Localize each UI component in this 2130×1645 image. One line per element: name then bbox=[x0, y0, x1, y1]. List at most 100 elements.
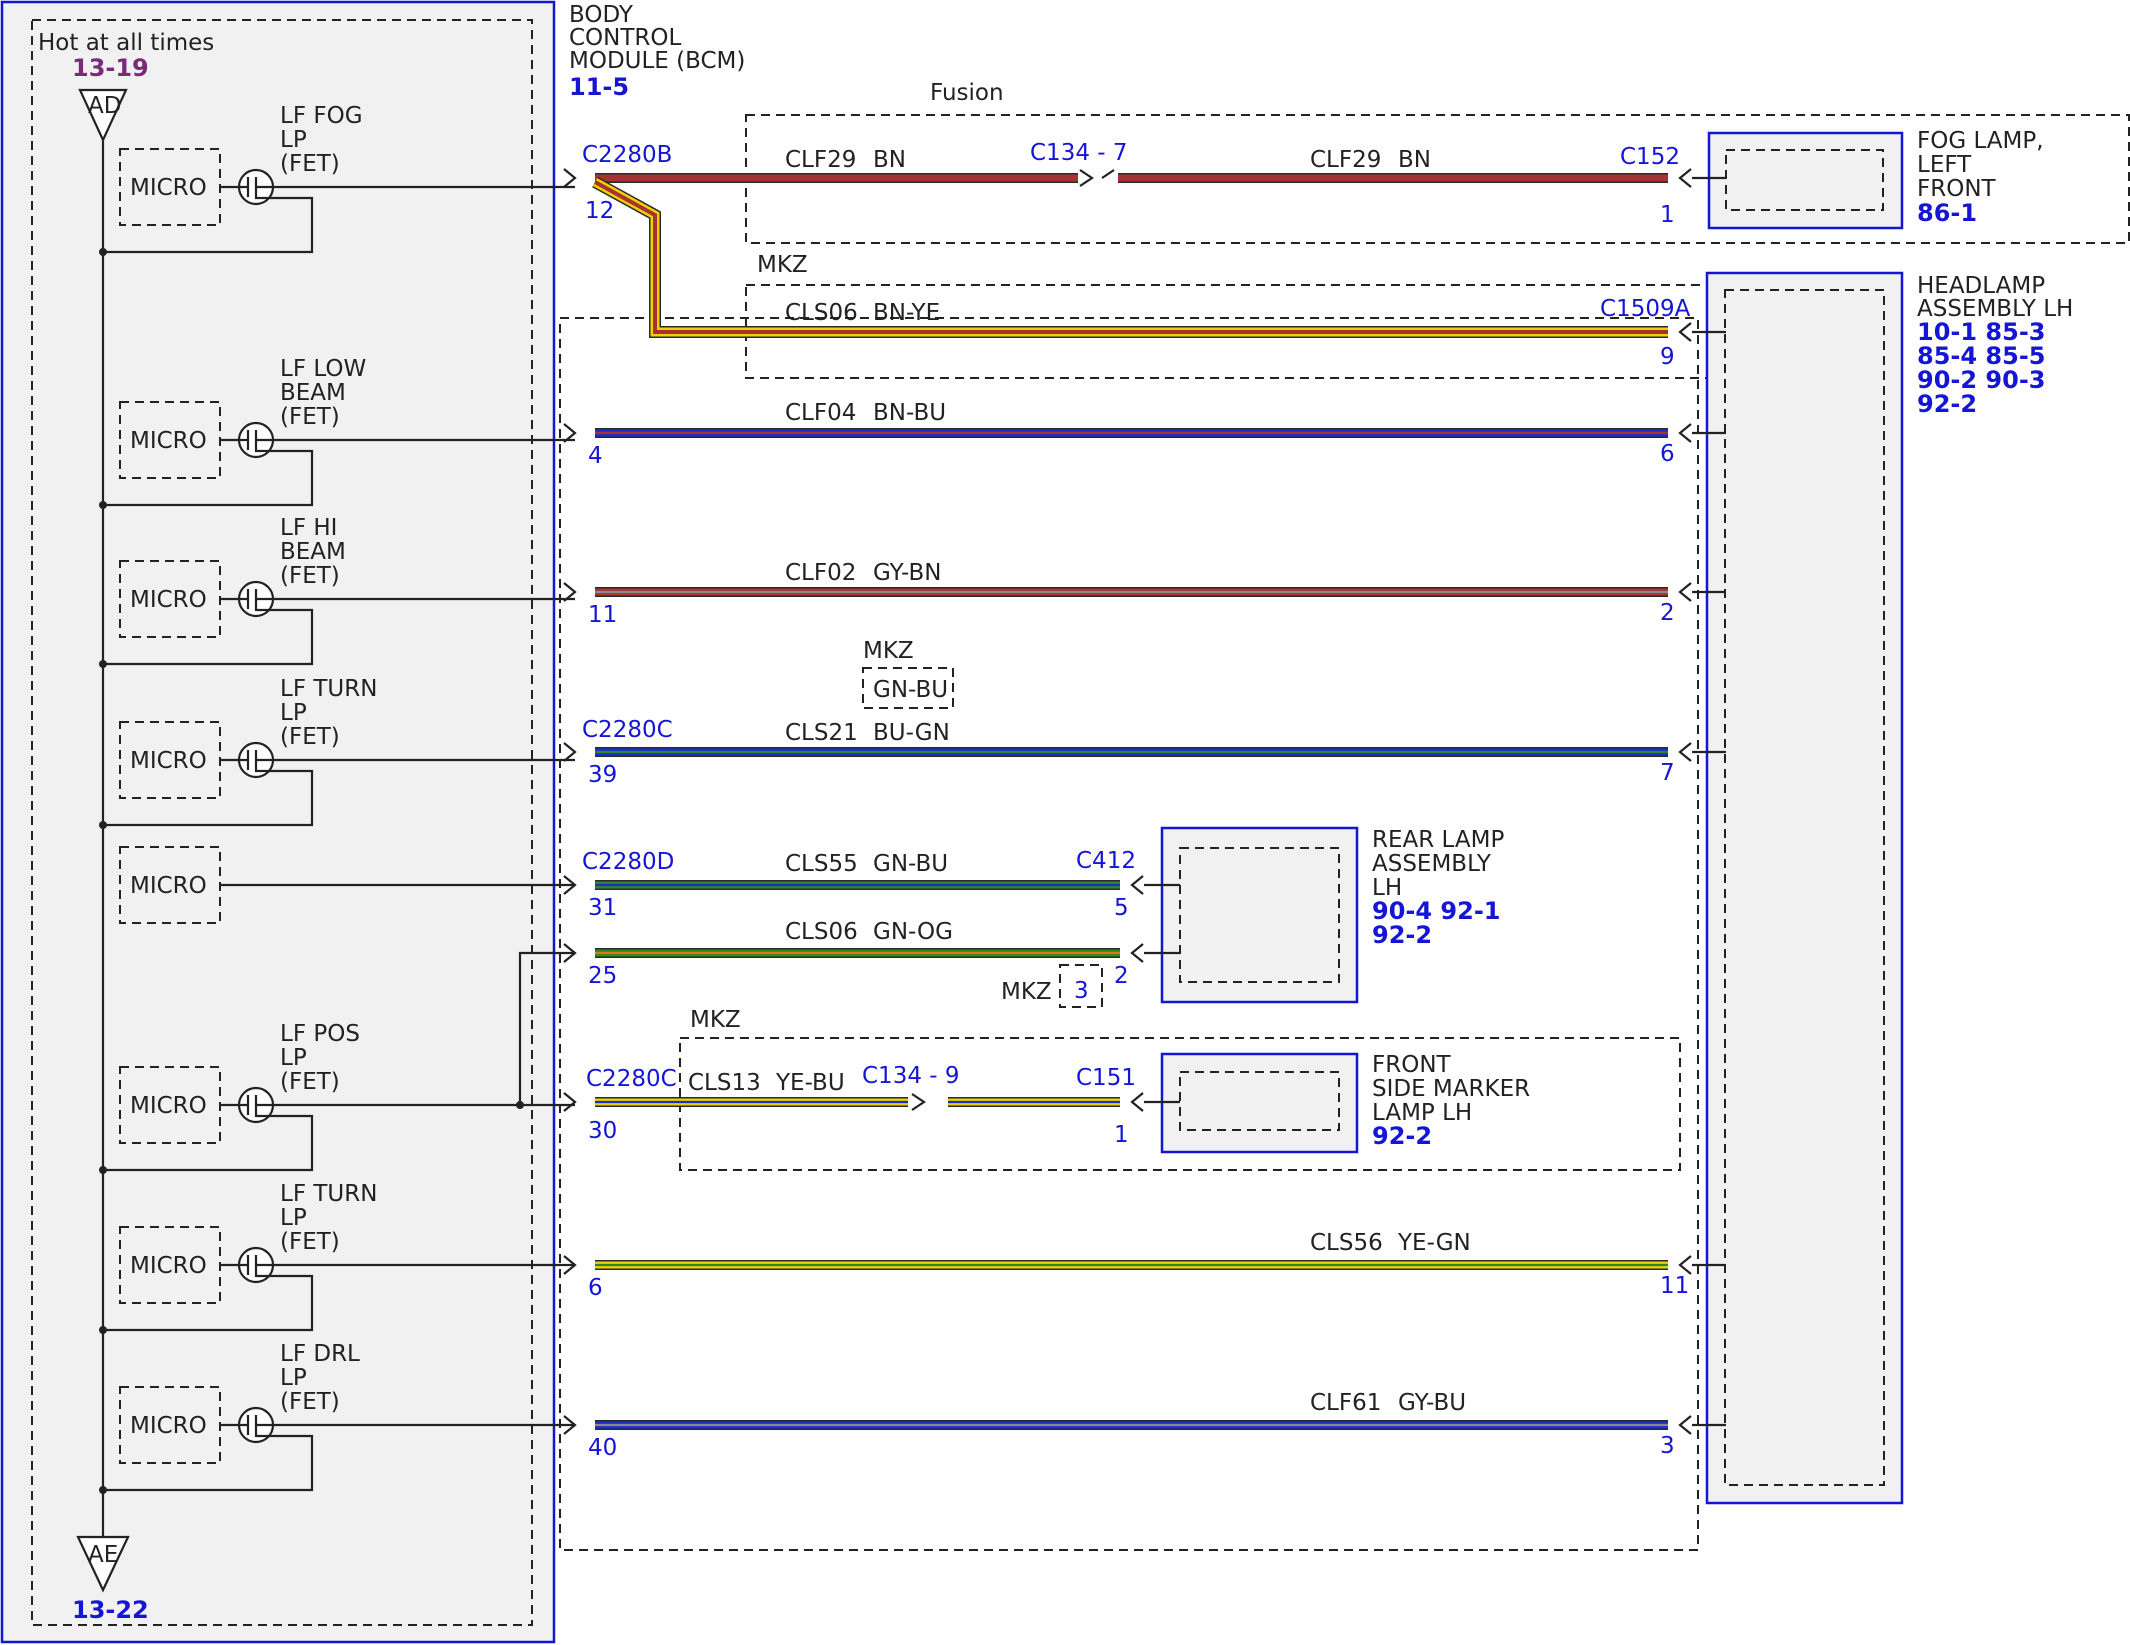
wire-color: GN-OG bbox=[873, 919, 953, 945]
micro-label: MICRO bbox=[130, 1253, 207, 1279]
pin-number: 4 bbox=[588, 443, 603, 469]
output-name: BEAM bbox=[280, 539, 346, 565]
wire-cls06-bn-ye bbox=[592, 176, 1668, 338]
connector-c2280b: C2280B bbox=[582, 142, 672, 168]
pos-branch-junction bbox=[516, 1101, 524, 1109]
bcm-module-box bbox=[0, 0, 556, 1644]
rear-lamp-page-ref: 92-2 bbox=[1372, 921, 1432, 949]
output-name: LF LOW bbox=[280, 356, 366, 382]
output-name: (FET) bbox=[280, 563, 340, 589]
connector-arrow-icon bbox=[563, 1092, 577, 1112]
inline-connector-icon bbox=[1101, 169, 1115, 179]
mkz-variant-label: MKZ bbox=[757, 252, 808, 278]
mkz-variant-boundary bbox=[745, 284, 1747, 379]
connector-arrow-icon bbox=[563, 1415, 577, 1435]
pin-number: 39 bbox=[588, 762, 617, 788]
wire-color: YE-GN bbox=[1397, 1230, 1471, 1256]
circuit-id: CLS55 bbox=[785, 851, 858, 877]
pin-number: 2 bbox=[1660, 600, 1675, 626]
headlamp-page-ref: 10-1 85-3 bbox=[1917, 318, 2045, 346]
fet-source-return bbox=[103, 769, 314, 827]
output-name: LP bbox=[280, 700, 307, 726]
connector-arrow-icon bbox=[1678, 322, 1692, 342]
connector-arrow-icon bbox=[563, 943, 577, 963]
bus-junction bbox=[99, 1166, 107, 1174]
micro-label: MICRO bbox=[130, 587, 207, 613]
pos-branch-wire bbox=[518, 951, 575, 1105]
bus-junction bbox=[99, 501, 107, 509]
pin-number: 1 bbox=[1114, 1122, 1129, 1148]
connector-c134-7: C134 - 7 bbox=[1030, 140, 1128, 166]
output-name: LF POS bbox=[280, 1021, 360, 1047]
output-name: (FET) bbox=[280, 1229, 340, 1255]
bcm-page-ref: 11-5 bbox=[569, 73, 629, 101]
circuit-id: CLF02 bbox=[785, 560, 856, 586]
connector-arrow-icon bbox=[1678, 582, 1692, 602]
connector-arrow-icon bbox=[563, 423, 577, 443]
bus-node-ad-icon bbox=[78, 88, 128, 143]
connector-arrow-icon bbox=[1130, 1092, 1144, 1112]
connector-c134-9: C134 - 9 bbox=[862, 1063, 960, 1089]
pin-number: 6 bbox=[588, 1275, 603, 1301]
mkz-alt-color-box bbox=[862, 667, 954, 709]
wire-color: BN-YE bbox=[873, 300, 940, 326]
connector-c1509a: C1509A bbox=[1600, 296, 1691, 322]
fog-lamp-label: FRONT bbox=[1917, 176, 1997, 202]
wire-color: BN-BU bbox=[873, 400, 946, 426]
pin-number: 25 bbox=[588, 963, 617, 989]
output-name: (FET) bbox=[280, 151, 340, 177]
wire-color: YE-BU bbox=[775, 1070, 845, 1096]
mkz-alt-pin-box bbox=[1059, 964, 1103, 1008]
circuit-id: CLF04 bbox=[785, 400, 856, 426]
bus-node-ae-label: AE bbox=[88, 1542, 118, 1568]
pin-number: 31 bbox=[588, 895, 617, 921]
output-name: LF HI bbox=[280, 515, 337, 541]
headlamp-assembly-internal bbox=[1724, 289, 1885, 1486]
bcm-title-line1: BODY bbox=[569, 2, 634, 28]
top-page-ref: 13-19 bbox=[72, 54, 149, 82]
headlamp-label: ASSEMBLY LH bbox=[1917, 296, 2073, 322]
rear-lamp-label: LH bbox=[1372, 875, 1402, 901]
fet-source-return bbox=[103, 1274, 314, 1332]
connector-arrow-icon bbox=[563, 742, 577, 762]
pin-number: 11 bbox=[588, 602, 617, 628]
fog-lamp-label: LEFT bbox=[1917, 152, 1972, 178]
connector-c2280d: C2280D bbox=[582, 849, 674, 875]
bottom-page-ref: 13-22 bbox=[72, 1596, 149, 1624]
connector-c2280c: C2280C bbox=[586, 1066, 677, 1092]
fusion-variant-label: Fusion bbox=[930, 80, 1004, 106]
output-name: BEAM bbox=[280, 380, 346, 406]
connector-arrow-icon bbox=[563, 1255, 577, 1275]
output-name: (FET) bbox=[280, 1389, 340, 1415]
bcm-internal-boundary bbox=[31, 19, 533, 1626]
output-name: LF TURN bbox=[280, 1181, 377, 1207]
wire-color: GN-BU bbox=[873, 677, 948, 703]
circuit-id: CLS13 bbox=[688, 1070, 761, 1096]
inline-connector-icon bbox=[911, 1093, 926, 1111]
micro-label: MICRO bbox=[130, 873, 207, 899]
wire-color: BN bbox=[873, 147, 906, 173]
pin-number: 9 bbox=[1660, 344, 1675, 370]
pin-number: 3 bbox=[1074, 978, 1089, 1004]
output-name: LP bbox=[280, 1205, 307, 1231]
side-marker-internal bbox=[1179, 1071, 1340, 1131]
pin-number: 3 bbox=[1660, 1433, 1675, 1459]
connector-c151: C151 bbox=[1076, 1065, 1136, 1091]
headlamp-page-ref: 85-4 85-5 bbox=[1917, 342, 2045, 370]
fet-source-return bbox=[103, 608, 314, 666]
mkz-variant-label: MKZ bbox=[1001, 979, 1052, 1005]
connector-arrow-icon bbox=[1678, 168, 1692, 188]
output-name: LF FOG bbox=[280, 103, 363, 129]
circuit-id: CLF61 bbox=[1310, 1390, 1381, 1416]
side-marker-label: LAMP LH bbox=[1372, 1100, 1472, 1126]
fog-lamp-internal bbox=[1725, 149, 1884, 211]
fet-source-return bbox=[103, 449, 314, 507]
circuit-id: CLF29 bbox=[1310, 147, 1381, 173]
connector-arrow-icon bbox=[1678, 423, 1692, 443]
circuit-id: CLS06 bbox=[785, 300, 858, 326]
wire-color: GN-BU bbox=[873, 851, 948, 877]
rear-lamp-label: REAR LAMP bbox=[1372, 827, 1504, 853]
pin-number: 2 bbox=[1114, 963, 1129, 989]
mkz-variant-label: MKZ bbox=[863, 638, 914, 664]
